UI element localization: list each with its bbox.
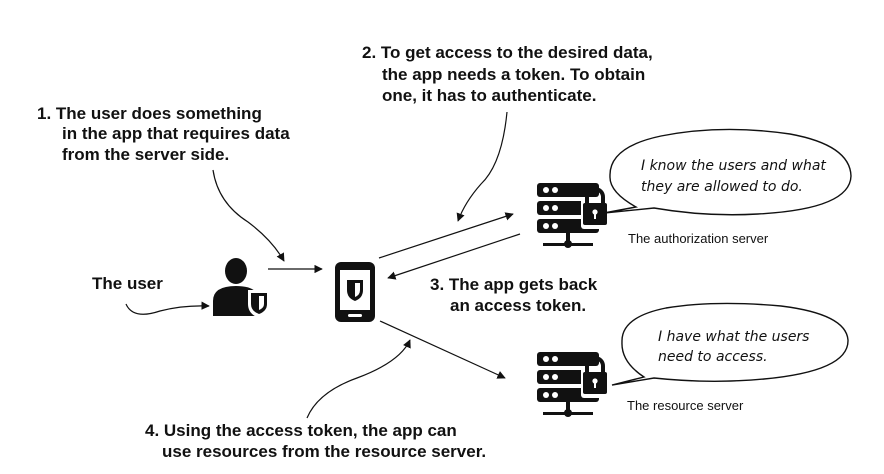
- step-1-text: 1. The user does something in the app th…: [37, 104, 294, 164]
- authorization-server-speech-bubble: I know the users and what they are allow…: [603, 128, 852, 216]
- app-to-authorization-server-arrow: [378, 212, 514, 259]
- authorization-server-icon: [535, 181, 611, 250]
- resource-server-label: The resource server: [627, 398, 744, 413]
- step-2-pointer-arrow: [456, 111, 508, 222]
- resource-server-icon: [535, 350, 611, 419]
- user-label: The user: [92, 274, 163, 293]
- resource-server-speech-bubble: I have what the users need to access.: [611, 302, 849, 386]
- step-2-text: 2. To get access to the desired data, th…: [362, 43, 657, 105]
- step-4-pointer-arrow: [306, 339, 411, 419]
- resource-server-bubble-text: I have what the users need to access.: [658, 329, 814, 365]
- step-3-text: 3. The app gets back an access token.: [430, 275, 602, 315]
- token-to-app-arrow: [387, 233, 521, 280]
- authorization-server-label: The authorization server: [628, 231, 769, 246]
- step-1-pointer-arrow: [212, 169, 285, 262]
- authorization-server-bubble-text: I know the users and what they are allow…: [641, 158, 830, 195]
- user-shield-icon: [213, 258, 270, 318]
- step-4-text: 4. Using the access token, the app can u…: [145, 421, 486, 461]
- user-label-pointer-arrow: [125, 301, 210, 315]
- app-to-resource-server-arrow: [379, 320, 506, 379]
- smartphone-shield-icon: [335, 262, 375, 322]
